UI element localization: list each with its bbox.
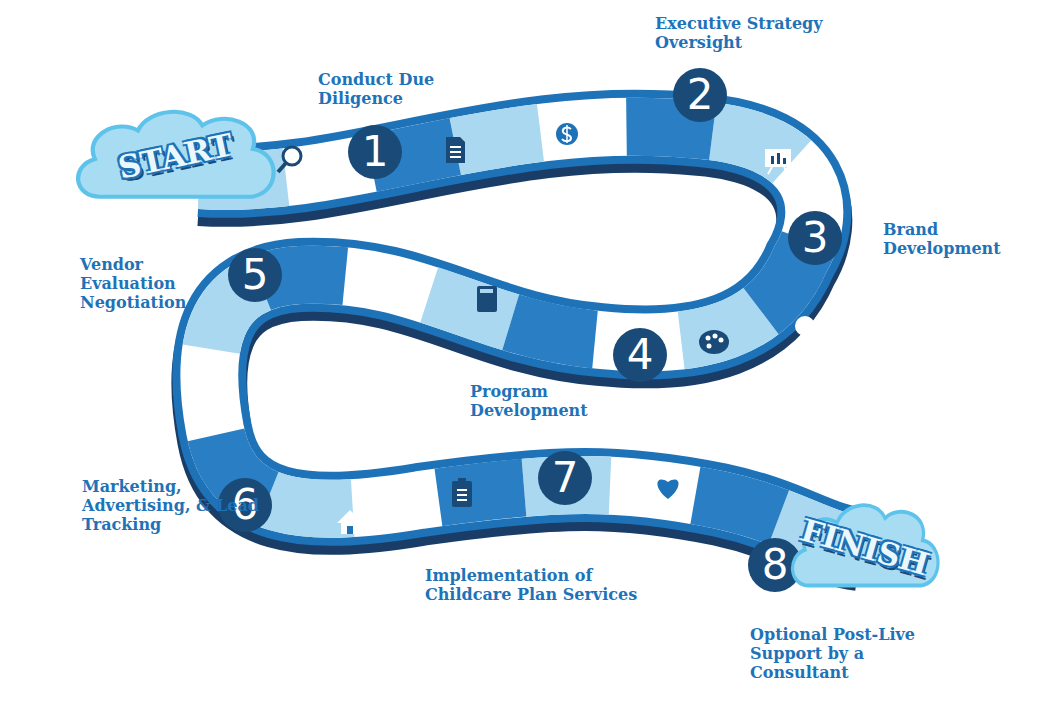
cloud-label: START [59, 79, 293, 233]
step-label: Marketing, Advertising, & Lead Tracking [82, 477, 267, 534]
step-number: 4 [613, 328, 667, 382]
step-circle: 2Executive Strategy Oversight [673, 68, 727, 122]
step-number: 7 [538, 451, 592, 505]
step-label: Optional Post-Live Support by a Consulta… [750, 625, 950, 682]
step-number: 2 [673, 68, 727, 122]
step-label: Executive Strategy Oversight [655, 14, 860, 52]
step-label: Vendor Evaluation Negotiation [80, 255, 205, 312]
step-number: 3 [788, 211, 842, 265]
tile-icons [209, 119, 815, 534]
step-label: Program Development [470, 382, 620, 420]
step-number: 1 [348, 125, 402, 179]
step-circle: 4Program Development [613, 328, 667, 382]
cloud-node: FINISH [785, 494, 945, 600]
step-circle: 7Implementation of Childcare Plan Servic… [538, 451, 592, 505]
step-label: Brand Development [883, 220, 1023, 258]
step-number: 5 [228, 248, 282, 302]
step-circle: 1Conduct Due Diligence [348, 125, 402, 179]
step-label: Conduct Due Diligence [318, 70, 458, 108]
step-circle: 3Brand Development [788, 211, 842, 265]
step-circle: 5Vendor Evaluation Negotiation [228, 248, 282, 302]
step-label: Implementation of Childcare Plan Service… [425, 566, 680, 604]
step-circle: 6Marketing, Advertising, & Lead Tracking [218, 478, 272, 532]
cloud-label: FINISH [773, 474, 956, 620]
cloud-node: START [68, 100, 283, 212]
